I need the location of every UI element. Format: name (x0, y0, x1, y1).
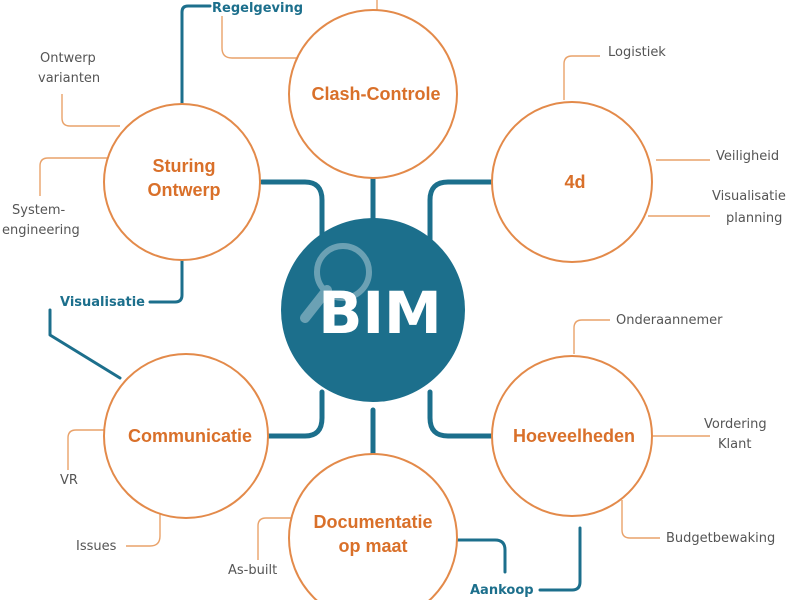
leaf-aankoop: Aankoop (470, 583, 534, 598)
bim-label: BIM (318, 279, 442, 347)
line-budgetbewaking (621, 500, 660, 539)
connector-sturing (259, 179, 325, 253)
node-label-documentatie-2: op maat (338, 536, 407, 556)
node-circle-hoeveelheden (491, 355, 653, 517)
leaf-ontwerp-varianten-2: varianten (38, 71, 100, 86)
node-label-hoeveelheden: Hoeveelheden (513, 426, 635, 446)
leaf-vr: VR (60, 473, 78, 488)
leaf-issues: Issues (76, 539, 117, 554)
line-visualisatie (148, 256, 184, 304)
leaf-onderaannemer: Onderaannemer (616, 313, 723, 328)
node-circle-4d (491, 101, 653, 263)
leaf-logistiek: Logistiek (608, 45, 666, 60)
leaf-visualisatie-planning-1: Visualisatie (712, 189, 786, 204)
node-label-sturing-2: Ontwerp (147, 180, 220, 200)
node-label-4d: 4d (564, 172, 585, 192)
line-vr (67, 429, 108, 470)
bim-hub (281, 218, 465, 402)
leaf-system-engineering-2: engineering (2, 223, 80, 238)
connector-communicatie (265, 389, 325, 439)
line-logistiek (563, 55, 600, 100)
leaf-veiligheid: Veiligheid (716, 149, 779, 164)
line-aankoop-doc (453, 538, 507, 574)
line-system-engineering (39, 157, 108, 196)
node-label-communicatie: Communicatie (128, 426, 252, 446)
line-aankoop (538, 526, 582, 592)
leaf-regelgeving: Regelgeving (212, 1, 303, 16)
node-circle-clash (288, 9, 458, 179)
line-ontwerp-varianten (61, 94, 120, 127)
node-label-sturing-1: Sturing (153, 156, 216, 176)
leaf-visualisatie-planning-2: planning (726, 211, 782, 226)
line-as-built (257, 517, 300, 560)
leaf-ontwerp-varianten-1: Ontwerp (40, 51, 96, 66)
node-label-clash: Clash-Controle (311, 84, 440, 104)
magnifier-icon (300, 243, 372, 323)
line-regelgeving (180, 4, 212, 108)
connector-4d (427, 179, 495, 253)
line-visualisatie-communicatie (48, 308, 122, 380)
line-issues (126, 512, 161, 547)
leaf-vordering-1: Vordering (704, 417, 767, 432)
line-onderaannemer (573, 319, 610, 354)
node-label-documentatie-1: Documentatie (313, 512, 432, 532)
leaf-budgetbewaking: Budgetbewaking (666, 531, 775, 546)
leaf-vordering-2: Klant (718, 437, 751, 452)
leaf-as-built: As-built (228, 563, 277, 578)
line-regelgeving-clash (221, 16, 300, 59)
node-circle-communicatie (103, 353, 269, 519)
connector-hoeveelheden (427, 389, 495, 439)
node-circle-sturing (103, 103, 261, 261)
leaf-system-engineering-1: System- (12, 203, 65, 218)
node-circle-documentatie (288, 453, 458, 600)
leaf-visualisatie: Visualisatie (60, 295, 145, 310)
